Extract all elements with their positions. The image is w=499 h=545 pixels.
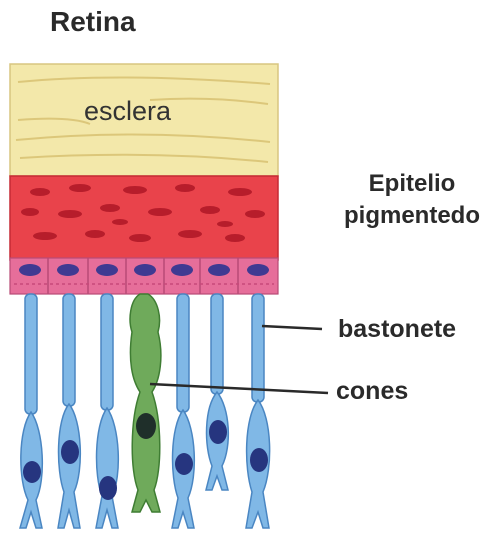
rod-label: bastonete [338, 315, 456, 344]
bastonete-leader-line [262, 326, 322, 329]
rod-cell [246, 294, 270, 528]
rod-cell [172, 294, 194, 528]
epithelium-label: Epitelio pigmentedo [326, 168, 498, 232]
epithelium-layer [10, 176, 278, 260]
page-title: Retina [50, 6, 136, 38]
sclera-label: esclera [84, 96, 171, 127]
rod-cell [206, 294, 228, 490]
epithelium-label-line2: pigmentedo [326, 200, 498, 232]
pigment-cells-row [10, 258, 278, 294]
cone-label: cones [336, 377, 408, 406]
epithelium-label-line1: Epitelio [326, 168, 498, 200]
rod-cell [58, 294, 80, 528]
rod-cell [20, 294, 42, 528]
rod-cell [96, 294, 118, 528]
cone-cell [130, 294, 161, 512]
